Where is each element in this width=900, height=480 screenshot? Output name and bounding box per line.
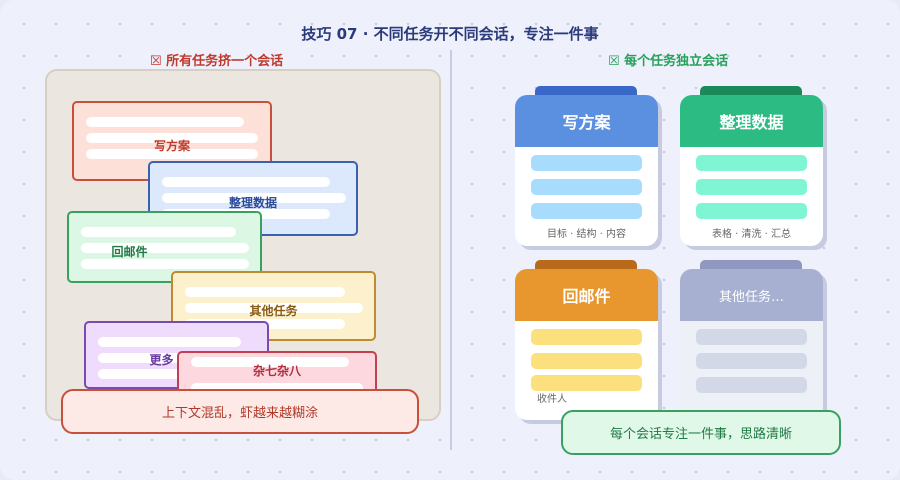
session-card-other: 其他任务… [680, 260, 823, 420]
card-label: 整理数据 [228, 196, 277, 210]
confusion-callout: 上下文混乱，虾越来越糊涂 [61, 389, 419, 434]
card-label: 杂七杂八 [252, 364, 301, 378]
right-header: ☒ 每个任务独立会话 [608, 54, 729, 69]
left-header: ☒ 所有任务挤一个会话 [150, 54, 284, 69]
session-footer: 收件人 [537, 394, 567, 405]
session-footer: 表格 · 清洗 · 汇总 [711, 229, 792, 240]
card-label: 更多 [149, 353, 174, 367]
session-title: 写方案 [515, 95, 658, 147]
card-label: 写方案 [153, 139, 190, 153]
session-card-write-plan: 写方案 目标 · 结构 · 内容 [515, 86, 658, 246]
session-title: 整理数据 [680, 95, 823, 147]
session-title: 其他任务… [680, 269, 823, 321]
session-title: 回邮件 [515, 269, 658, 321]
session-card-data: 整理数据 表格 · 清洗 · 汇总 [680, 86, 823, 246]
session-footer: 目标 · 结构 · 内容 [546, 229, 627, 240]
divider [450, 50, 452, 450]
session-card-email: 回邮件 收件人 [515, 260, 658, 420]
card-label: 回邮件 [111, 245, 148, 259]
page-title: 技巧 07 · 不同任务开不同会话，专注一件事 [301, 25, 599, 43]
focus-callout: 每个会话专注一件事，思路清晰 [561, 410, 841, 455]
card-label: 其他任务 [249, 304, 298, 318]
